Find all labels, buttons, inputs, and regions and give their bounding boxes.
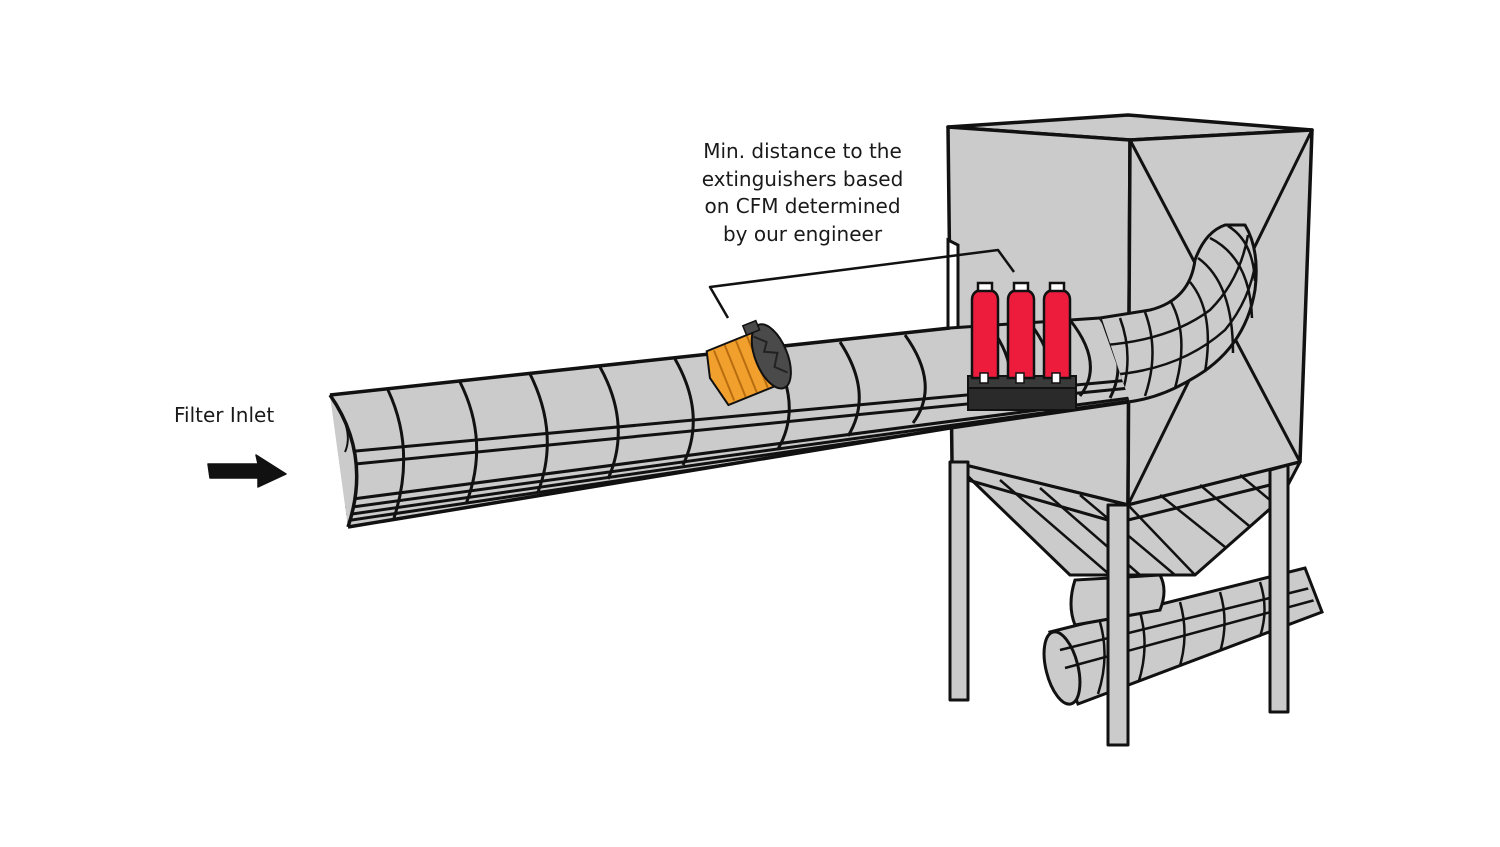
distance-callout: Min. distance to the extinguishers based… [695, 138, 910, 248]
callout-line-1: Min. distance to the [703, 139, 902, 163]
spark-detector-icon [705, 319, 792, 407]
elbow-duct [1098, 223, 1258, 404]
dust-collector [946, 113, 1314, 747]
filter-inlet-label: Filter Inlet [174, 403, 275, 427]
extinguisher-cylinder-icon [967, 281, 1077, 411]
callout-line-2: extinguishers based [701, 166, 904, 191]
callout-line-4: by our engineer [722, 221, 883, 246]
flow-arrow-icon [207, 454, 287, 488]
callout-line-3: on CFM determined [704, 194, 901, 218]
support-legs [948, 460, 1290, 747]
distance-bracket [708, 248, 1016, 319]
